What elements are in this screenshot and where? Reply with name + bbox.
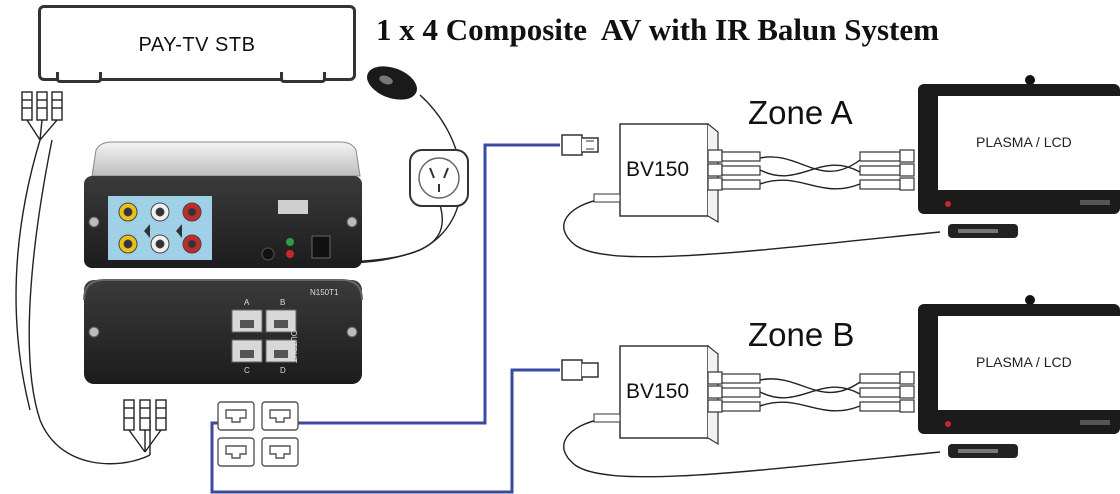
diagram-title: 1 x 4 Composite AV with IR Balun System — [376, 12, 939, 47]
hub-port-d-label: D — [280, 366, 286, 375]
hub-rca-plugs — [123, 399, 167, 453]
tv-rca-plugs-a — [859, 149, 915, 191]
bv150-receiver-a — [561, 123, 761, 224]
tv-display-b — [918, 295, 1120, 458]
hub-port-a-label: A — [244, 298, 250, 307]
transmitter-box — [84, 141, 362, 268]
tv-rca-plugs-b — [859, 371, 915, 413]
tv-label-a: PLASMA / LCD — [976, 134, 1072, 150]
stb-foot-left — [56, 72, 102, 83]
hub-model-label: N150T1 — [310, 288, 339, 297]
hub-output-label: OUTPUT — [289, 330, 298, 363]
stb-rca-plugs — [21, 91, 63, 141]
hub-port-b-label: B — [280, 298, 286, 307]
tv-label-b: PLASMA / LCD — [976, 354, 1072, 370]
tv-display-a — [918, 75, 1120, 238]
bv150-label-a: BV150 — [626, 158, 690, 181]
ir-eye-icon — [367, 66, 417, 100]
stb-foot-right — [280, 72, 326, 83]
zone-a-label: Zone A — [748, 94, 853, 131]
bv150-label-b: BV150 — [626, 380, 690, 403]
stb-label: PAY-TV STB — [138, 34, 256, 56]
cat5-cables — [210, 143, 560, 494]
bv150-receiver-b — [561, 345, 761, 446]
zone-b-label: Zone B — [748, 316, 855, 353]
rj45-jack-group — [217, 401, 299, 467]
pay-tv-stb: PAY-TV STB — [38, 5, 356, 81]
hub-port-c-label: C — [244, 366, 250, 375]
power-plug-icon — [409, 149, 469, 207]
cat5-splitter-hub — [83, 279, 363, 384]
av-cables — [15, 94, 941, 478]
